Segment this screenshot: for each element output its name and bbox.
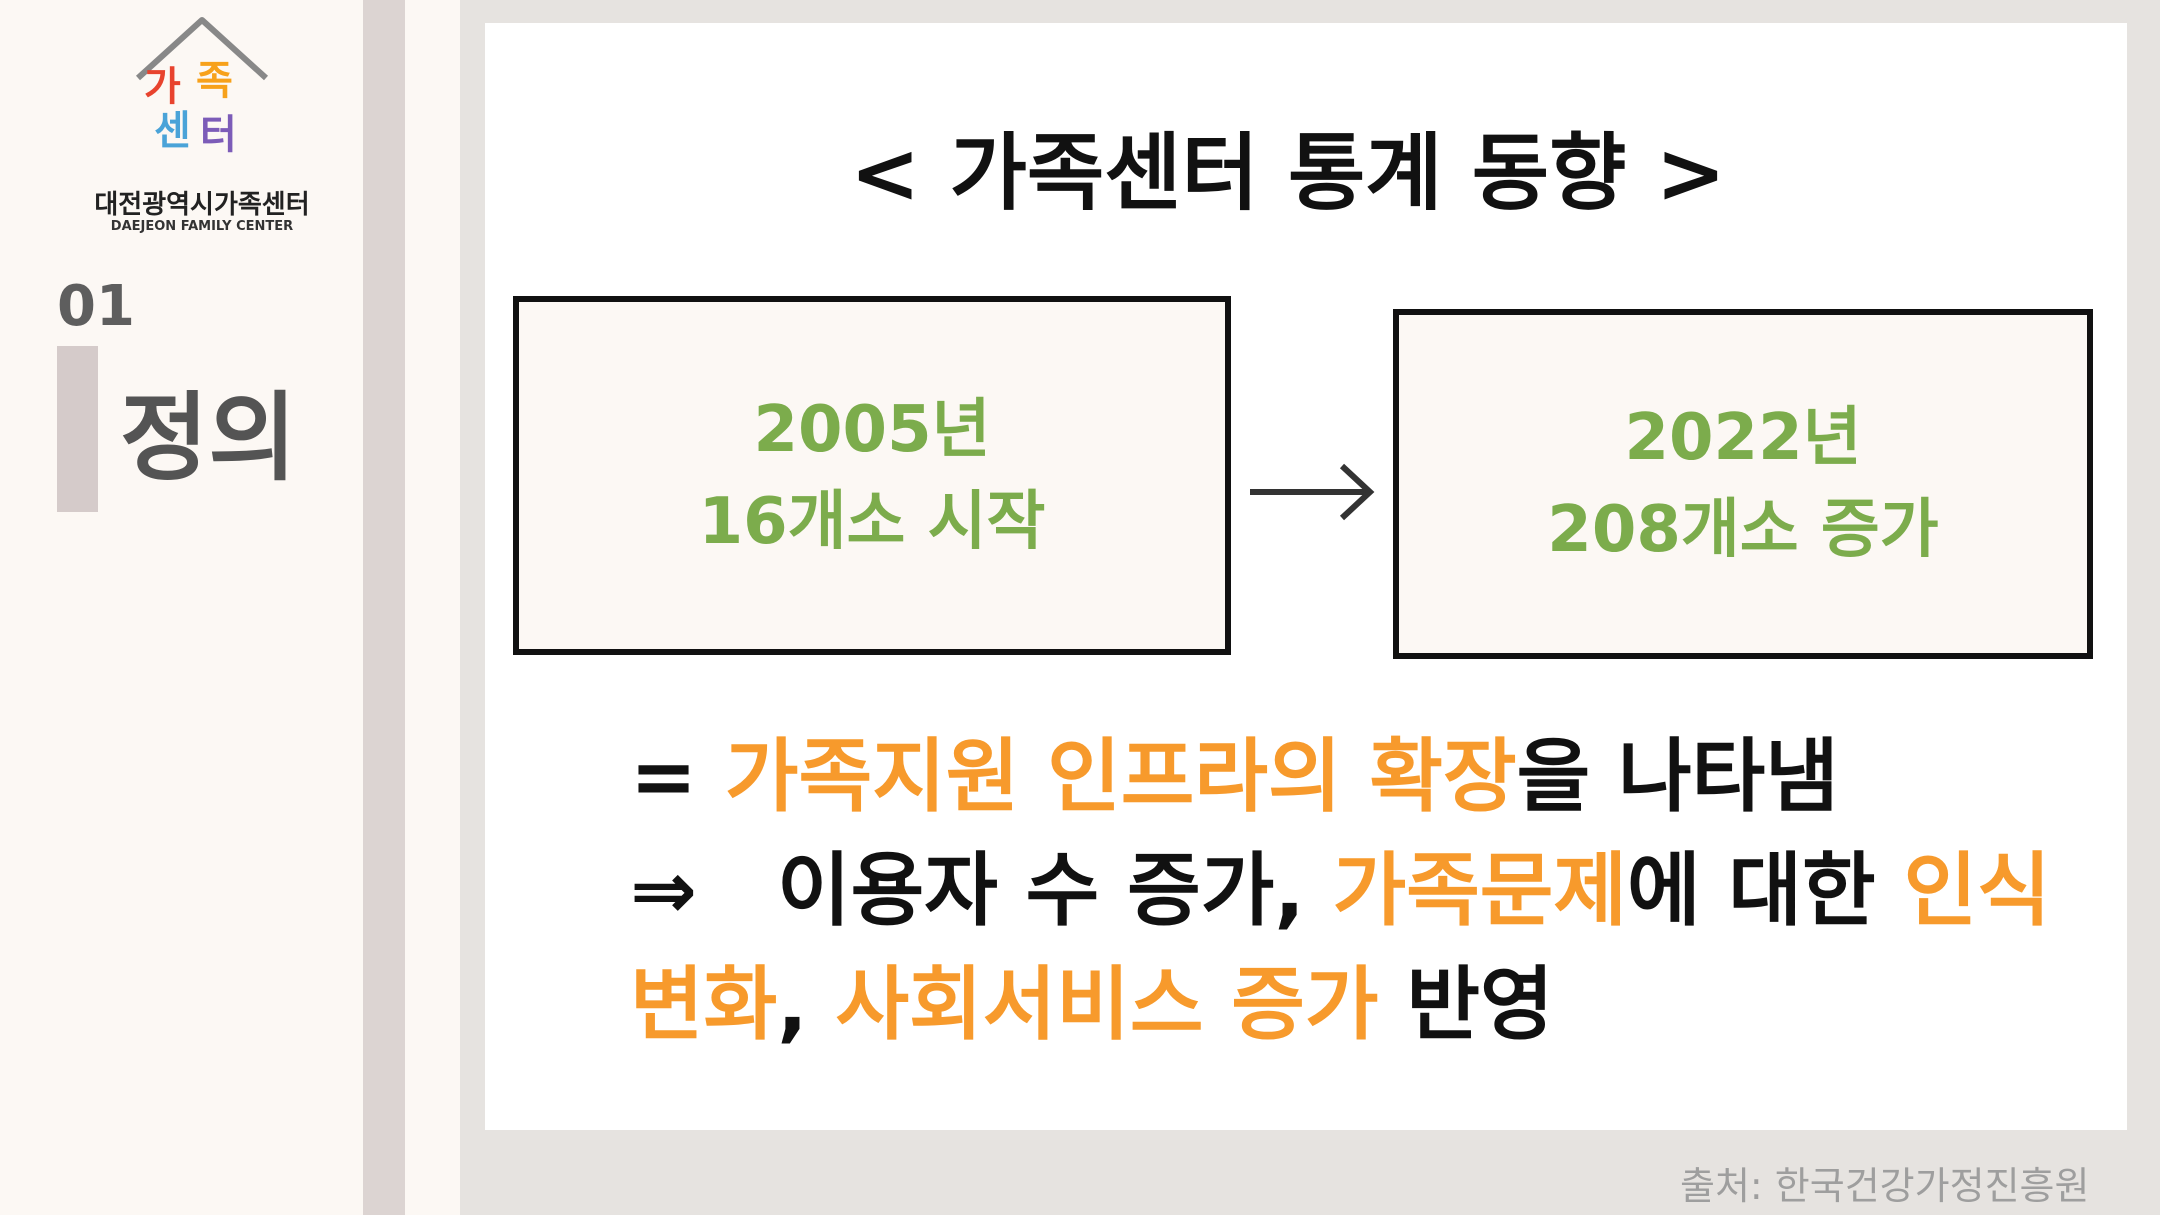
stat-box-2005: 2005년 16개소 시작: [513, 296, 1231, 655]
stat-year: 2005년: [753, 392, 991, 467]
highlight-infra: 가족지원 인프라의 확장: [724, 730, 1517, 823]
divider-strip: [363, 0, 405, 1215]
stat-count: 208개소 증가: [1547, 493, 1939, 567]
implies-arrow-icon: ⇒: [630, 844, 698, 937]
arrow-right-icon: [1250, 463, 1375, 521]
summary-suffix: 을 나타냄: [1516, 730, 1839, 823]
highlight-social-service: 사회서비스 증가: [835, 958, 1379, 1051]
stat-year: 2022년: [1624, 401, 1862, 475]
summary-text-part: 에 대한: [1626, 844, 1904, 937]
svg-text:터: 터: [200, 112, 237, 154]
section-title: 정의: [120, 382, 297, 494]
highlight-family-issue: 가족문제: [1332, 844, 1627, 937]
summary-text: = 가족지원 인프라의 확장을 나타냄 ⇒ 이용자 수 증가, 가족문제에 대한 …: [630, 720, 2130, 1062]
highlight-awareness: 인식: [1903, 844, 2051, 937]
summary-separator: ,: [777, 958, 836, 1051]
section-number: 01: [57, 274, 135, 339]
svg-text:센: 센: [154, 108, 191, 154]
summary-text-part: 이용자 수 증가,: [777, 844, 1333, 937]
divider-strip-light: [405, 0, 460, 1215]
summary-equals: =: [630, 730, 725, 823]
stat-count: 16개소 시작: [698, 484, 1046, 559]
org-name: 대전광역시가족센터: [94, 190, 310, 220]
svg-text:가: 가: [144, 64, 181, 110]
summary-line-2: ⇒ 이용자 수 증가, 가족문제에 대한 인식: [630, 834, 2130, 948]
org-name-en: DAEJEON FAMILY CENTER: [110, 219, 294, 234]
section-bar: [57, 346, 98, 512]
sidebar: [0, 0, 363, 1215]
stat-box-2022: 2022년 208개소 증가: [1393, 309, 2093, 659]
svg-text:족: 족: [196, 58, 233, 104]
page-title-text: < 가족센터 통계 동향 >: [850, 124, 1726, 222]
summary-line-3: 변화, 사회서비스 증가 반영: [630, 948, 2130, 1062]
summary-line-1: = 가족지원 인프라의 확장을 나타냄: [630, 720, 2130, 834]
summary-suffix: 반영: [1378, 958, 1554, 1051]
source-credit: 출처: 한국건강가정진흥원: [1680, 1164, 2090, 1208]
highlight-change: 변화: [630, 958, 778, 1051]
family-center-logo: 가 족 센 터: [135, 17, 269, 154]
